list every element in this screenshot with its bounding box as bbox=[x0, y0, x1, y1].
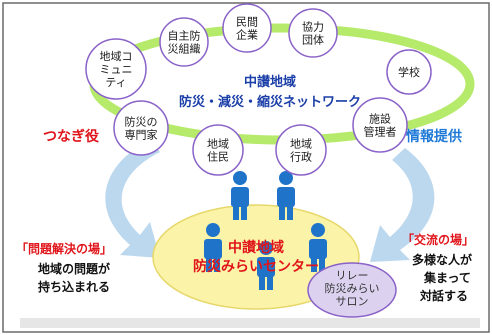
node-label: ティ bbox=[105, 76, 126, 89]
exchange-line2: 集まって bbox=[423, 270, 471, 285]
node-label: 住民 bbox=[207, 150, 229, 164]
problem-solving-line1: 地域の問題が bbox=[38, 261, 110, 276]
node-label: 専門家 bbox=[125, 128, 158, 142]
problem-solving-line2: 持ち込まれる bbox=[38, 279, 110, 294]
node-circle bbox=[113, 100, 169, 156]
info-provider-label: 情報提供 bbox=[406, 128, 462, 145]
node-label: 管理者 bbox=[364, 125, 397, 139]
person-icon bbox=[204, 223, 222, 272]
person-icon bbox=[231, 171, 249, 220]
person-icon bbox=[257, 241, 275, 290]
center-title-line1: 中讃地域 bbox=[228, 239, 284, 256]
node-circle bbox=[288, 8, 338, 58]
left-curved-arrow bbox=[105, 140, 160, 258]
exchange-line1: 多様な人が bbox=[412, 252, 472, 267]
people-group bbox=[204, 171, 327, 290]
floor-shadow bbox=[20, 318, 480, 328]
network-node: 学校 bbox=[386, 49, 432, 95]
node-label: 施設 bbox=[369, 112, 391, 126]
person-icon bbox=[277, 171, 295, 220]
node-label: ミュニ bbox=[100, 63, 133, 76]
exchange-line3: 対話する bbox=[419, 288, 468, 303]
node-label: 団体 bbox=[302, 33, 324, 47]
connector-role-label: つなぎ役 bbox=[43, 128, 100, 145]
node-label: 企業 bbox=[236, 28, 258, 42]
node-circle bbox=[85, 38, 147, 100]
node-label: 協力 bbox=[302, 21, 324, 34]
person-icon bbox=[309, 223, 327, 272]
salon-ellipse bbox=[307, 262, 397, 318]
exchange-heading: 「交流の場」 bbox=[402, 232, 474, 247]
salon-label-line: リレー bbox=[336, 269, 369, 282]
node-label: 学校 bbox=[398, 65, 420, 79]
node-label: 民間 bbox=[236, 16, 258, 29]
node-label: 自主防 bbox=[168, 29, 201, 43]
center-title-line2: 防災みらいセンター bbox=[193, 258, 319, 275]
node-label: 地域 bbox=[290, 138, 312, 151]
node-label: 防災の bbox=[125, 115, 158, 129]
network-title-line2: 防災・減災・縮災ネットワーク bbox=[179, 94, 361, 110]
node-label: 地域 bbox=[207, 138, 229, 151]
node-circle bbox=[386, 49, 432, 95]
node-circle bbox=[275, 124, 327, 176]
node-label: 行政 bbox=[290, 150, 312, 164]
salon-label-line: 防災みらい bbox=[325, 281, 380, 295]
node-circle bbox=[159, 17, 209, 67]
right-curved-arrow bbox=[370, 148, 435, 262]
center-ellipse bbox=[152, 204, 360, 310]
node-circle bbox=[192, 124, 244, 176]
node-circle bbox=[222, 3, 272, 53]
node-label: 地域コ bbox=[100, 50, 133, 63]
salon-label-line: サロン bbox=[336, 295, 369, 308]
network-nodes: 自主防災組織民間企業協力団体地域コミュニティ学校防災の専門家地域住民地域行政施設… bbox=[85, 3, 432, 176]
network-title-line1: 中讃地域 bbox=[244, 74, 296, 90]
problem-solving-heading: 「問題解決の場」 bbox=[16, 241, 112, 256]
node-circle bbox=[352, 97, 408, 153]
node-label: 災組織 bbox=[168, 43, 201, 56]
